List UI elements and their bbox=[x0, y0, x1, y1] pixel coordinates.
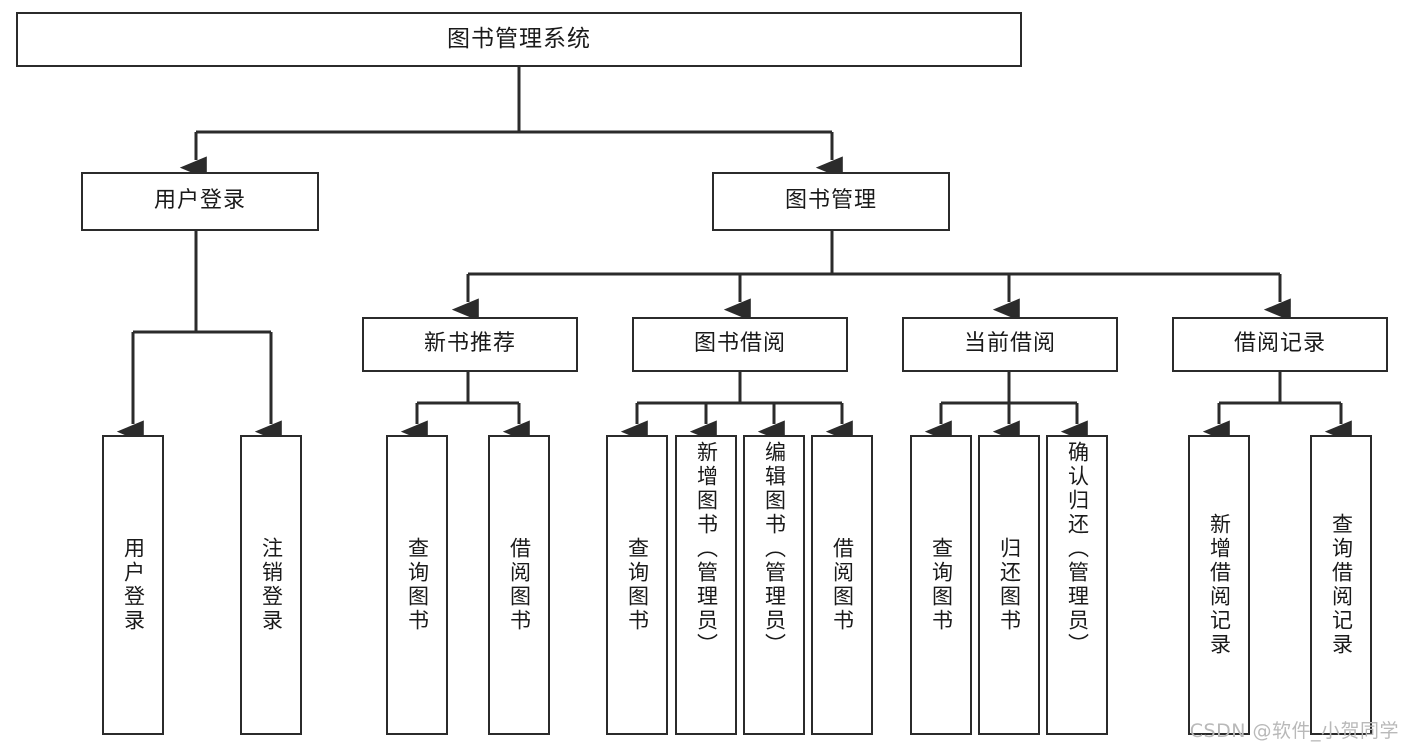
node-label: 查询图书 bbox=[625, 537, 650, 633]
leaf-text-wrap: 归还图书 bbox=[980, 437, 1038, 733]
leaf-return-book[interactable]: 归还图书 bbox=[978, 435, 1040, 735]
node-label: 图书管理系统 bbox=[447, 25, 591, 52]
node-label: 图书管理 bbox=[784, 188, 877, 214]
leaf-text-wrap: 编辑图书（管理员） bbox=[745, 437, 803, 737]
leaf-user-login[interactable]: 用户登录 bbox=[102, 435, 164, 735]
leaf-edit-book-admin[interactable]: 编辑图书（管理员） bbox=[743, 435, 805, 735]
leaf-borrow-book-borrow[interactable]: 借阅图书 bbox=[811, 435, 873, 735]
leaf-text-wrap: 查询借阅记录 bbox=[1312, 437, 1370, 733]
leaf-text-wrap: 新增图书（管理员） bbox=[677, 437, 735, 737]
node-book-borrow[interactable]: 图书借阅 bbox=[632, 317, 848, 372]
node-label: 查询借阅记录 bbox=[1329, 513, 1354, 657]
node-label: 新增图书（管理员） bbox=[694, 441, 719, 657]
leaf-text-wrap: 新增借阅记录 bbox=[1190, 437, 1248, 733]
node-label: 确认归还（管理员） bbox=[1065, 441, 1090, 657]
leaf-logout[interactable]: 注销登录 bbox=[240, 435, 302, 735]
node-label: 借阅图书 bbox=[507, 537, 532, 633]
node-label: 注销登录 bbox=[259, 537, 284, 633]
csdn-watermark: CSDN @软件_小贺同学 bbox=[1189, 720, 1399, 742]
leaf-confirm-return-admin[interactable]: 确认归还（管理员） bbox=[1046, 435, 1108, 735]
node-new-book-recommend[interactable]: 新书推荐 bbox=[362, 317, 578, 372]
node-label: 查询图书 bbox=[929, 537, 954, 633]
node-label: 新增借阅记录 bbox=[1207, 513, 1232, 657]
leaf-add-book-admin[interactable]: 新增图书（管理员） bbox=[675, 435, 737, 735]
leaf-borrow-book-recommend[interactable]: 借阅图书 bbox=[488, 435, 550, 735]
leaf-add-borrow-record[interactable]: 新增借阅记录 bbox=[1188, 435, 1250, 735]
node-label: 借阅图书 bbox=[830, 537, 855, 633]
node-label: 查询图书 bbox=[405, 537, 430, 633]
leaf-text-wrap: 查询图书 bbox=[912, 437, 970, 733]
node-label: 编辑图书（管理员） bbox=[762, 441, 787, 657]
leaf-query-book-recommend[interactable]: 查询图书 bbox=[386, 435, 448, 735]
node-label: 当前借阅 bbox=[963, 331, 1056, 357]
node-user-login[interactable]: 用户登录 bbox=[81, 172, 319, 231]
node-label: 用户登录 bbox=[153, 188, 246, 214]
node-label: 归还图书 bbox=[997, 537, 1022, 633]
leaf-text-wrap: 查询图书 bbox=[608, 437, 666, 733]
leaf-text-wrap: 借阅图书 bbox=[490, 437, 548, 733]
leaf-query-book-current[interactable]: 查询图书 bbox=[910, 435, 972, 735]
node-label: 新书推荐 bbox=[423, 331, 516, 357]
leaf-query-borrow-record[interactable]: 查询借阅记录 bbox=[1310, 435, 1372, 735]
node-root-system[interactable]: 图书管理系统 bbox=[16, 12, 1022, 67]
leaf-text-wrap: 用户登录 bbox=[104, 437, 162, 733]
leaf-text-wrap: 注销登录 bbox=[242, 437, 300, 733]
node-label: 图书借阅 bbox=[693, 331, 786, 357]
node-book-management[interactable]: 图书管理 bbox=[712, 172, 950, 231]
node-current-borrow[interactable]: 当前借阅 bbox=[902, 317, 1118, 372]
leaf-text-wrap: 查询图书 bbox=[388, 437, 446, 733]
node-borrow-record[interactable]: 借阅记录 bbox=[1172, 317, 1388, 372]
node-label: 借阅记录 bbox=[1233, 331, 1326, 357]
leaf-query-book-borrow[interactable]: 查询图书 bbox=[606, 435, 668, 735]
leaf-text-wrap: 确认归还（管理员） bbox=[1048, 437, 1106, 737]
node-label: 用户登录 bbox=[121, 537, 146, 633]
leaf-text-wrap: 借阅图书 bbox=[813, 437, 871, 733]
